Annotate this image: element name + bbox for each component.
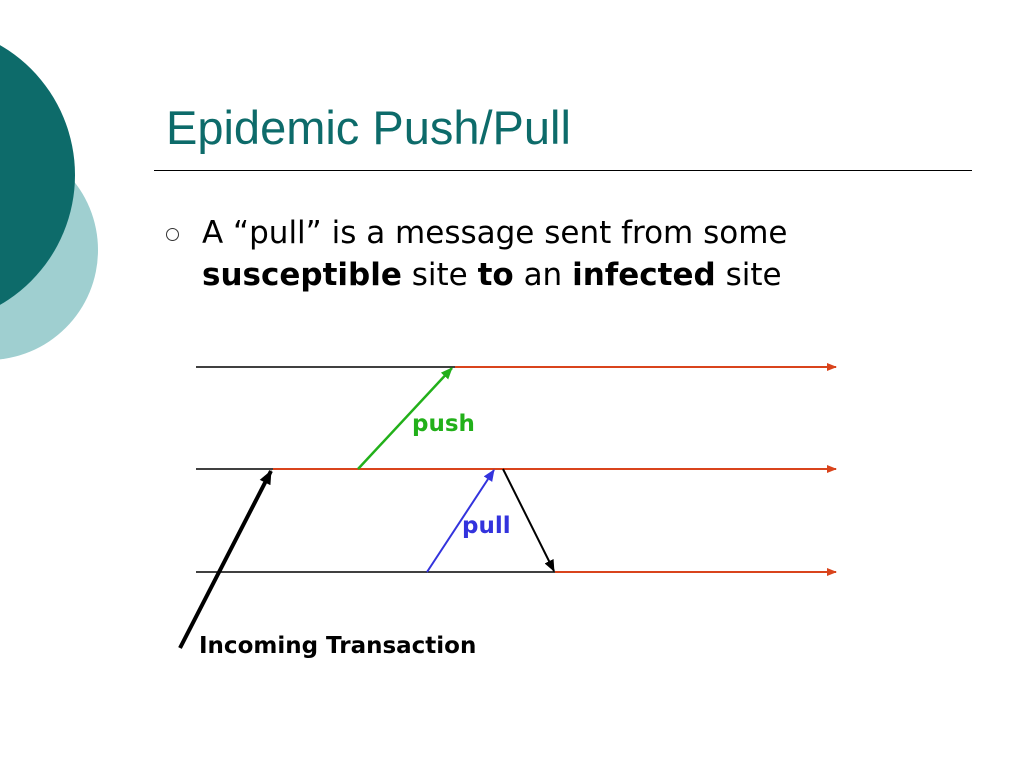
bullet-circle-icon: [166, 228, 179, 241]
pull-label: pull: [462, 513, 511, 539]
bullet-bold-infected: infected: [572, 257, 716, 293]
bullet-text-part: A “pull” is a message sent from some: [202, 215, 788, 251]
title-divider: [154, 170, 972, 171]
decorative-dark-circle: [0, 45, 75, 305]
bullet-bold-to: to: [477, 257, 514, 293]
bullet-text-part: site: [411, 257, 468, 293]
decorative-circles: [0, 45, 98, 360]
bullet-text-part: an: [523, 257, 563, 293]
push-label: push: [412, 411, 475, 437]
incoming-transaction-label: Incoming Transaction: [199, 633, 476, 659]
pull-reply-arrow: [502, 468, 555, 572]
bullet-text-part: site: [725, 257, 782, 293]
bullet-text: A “pull” is a message sent from some susc…: [202, 212, 922, 296]
bullet-bold-susceptible: susceptible: [202, 257, 402, 293]
incoming-transaction-arrow: [178, 470, 273, 649]
slide-title: Epidemic Push/Pull: [166, 101, 571, 154]
pull-arrow: [426, 469, 495, 573]
push-arrow: [357, 367, 453, 470]
